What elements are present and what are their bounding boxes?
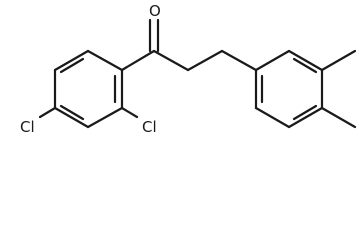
ring-a-bond-6 — [53, 49, 90, 72]
ring-b-bond-5 — [254, 106, 291, 129]
oxygen-atom: O — [149, 2, 161, 20]
ring-a-double-bond-3 — [59, 57, 85, 74]
dichlorophenyl-ring — [53, 49, 124, 129]
aryl-carbonyl-bond — [120, 49, 156, 72]
chain-bond-3 — [220, 49, 258, 72]
methyl-bond-lower — [320, 106, 357, 129]
ring-b-bond-2 — [287, 49, 324, 72]
chemical-structure-diagram: Cl Cl O — [20, 2, 357, 136]
chlorine-atom-right: Cl — [142, 118, 157, 136]
chlorine-atom-left: Cl — [20, 118, 35, 136]
ring-a-bond-4 — [53, 106, 90, 129]
ring-b-double-bond-1 — [292, 57, 318, 74]
chain-bond-1 — [152, 49, 190, 72]
dimethylphenyl-ring — [254, 49, 324, 129]
ring-a-double-bond-2 — [59, 104, 85, 121]
ring-b-bond-1 — [254, 49, 291, 72]
ring-b-bond-4 — [287, 106, 324, 129]
ring-a-bond-1 — [86, 49, 124, 72]
chloro-bond-left — [38, 106, 57, 119]
chain-bond-2 — [186, 49, 224, 72]
chloro-bond-right — [120, 106, 139, 119]
propanone-chain — [120, 18, 258, 72]
ring-a-bond-3 — [86, 106, 124, 129]
ring-b-double-bond-2 — [292, 104, 318, 121]
methyl-bond-upper — [320, 49, 357, 72]
